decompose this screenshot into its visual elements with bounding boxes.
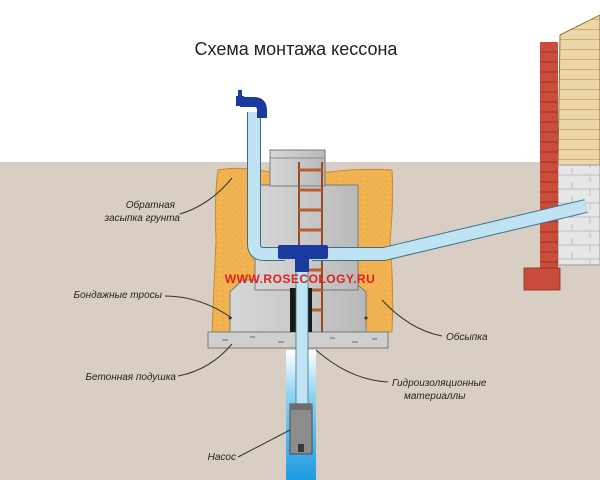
watermark: WWW.ROSECOLOGY.RU — [225, 272, 376, 286]
house-wooden-wall — [557, 14, 600, 166]
supply-pipe-to-house — [312, 200, 588, 260]
house-brick-footing — [523, 267, 561, 291]
house — [523, 14, 600, 291]
label-pump: Насос — [208, 452, 236, 463]
label-concrete-pad: Бетонная подушка — [86, 372, 177, 383]
leader-lines — [164, 177, 443, 458]
label-gravel-fill: Обсыпка — [446, 331, 488, 343]
pipe-fitting — [278, 245, 328, 272]
label-bandage-cables: Бондажные тросы — [74, 290, 163, 301]
supply-pipe-vertical — [248, 112, 285, 260]
label-waterproofing-line2: материаллы — [404, 391, 466, 402]
label-backfill-line1: Обратная — [126, 199, 176, 211]
pump-riser-pipe — [295, 269, 309, 409]
label-backfill-line2: засыпка грунта — [104, 213, 181, 224]
concrete-pad-texture — [222, 336, 377, 343]
caisson-neck — [269, 149, 326, 187]
tap-icon — [236, 90, 267, 118]
label-waterproofing-line1: Гидроизоляционные — [392, 378, 487, 389]
sky — [0, 0, 600, 162]
pump-icon — [289, 403, 313, 455]
diagram-title: Схема монтажа кессона — [195, 39, 399, 59]
brick-wall-icon — [540, 42, 558, 290]
